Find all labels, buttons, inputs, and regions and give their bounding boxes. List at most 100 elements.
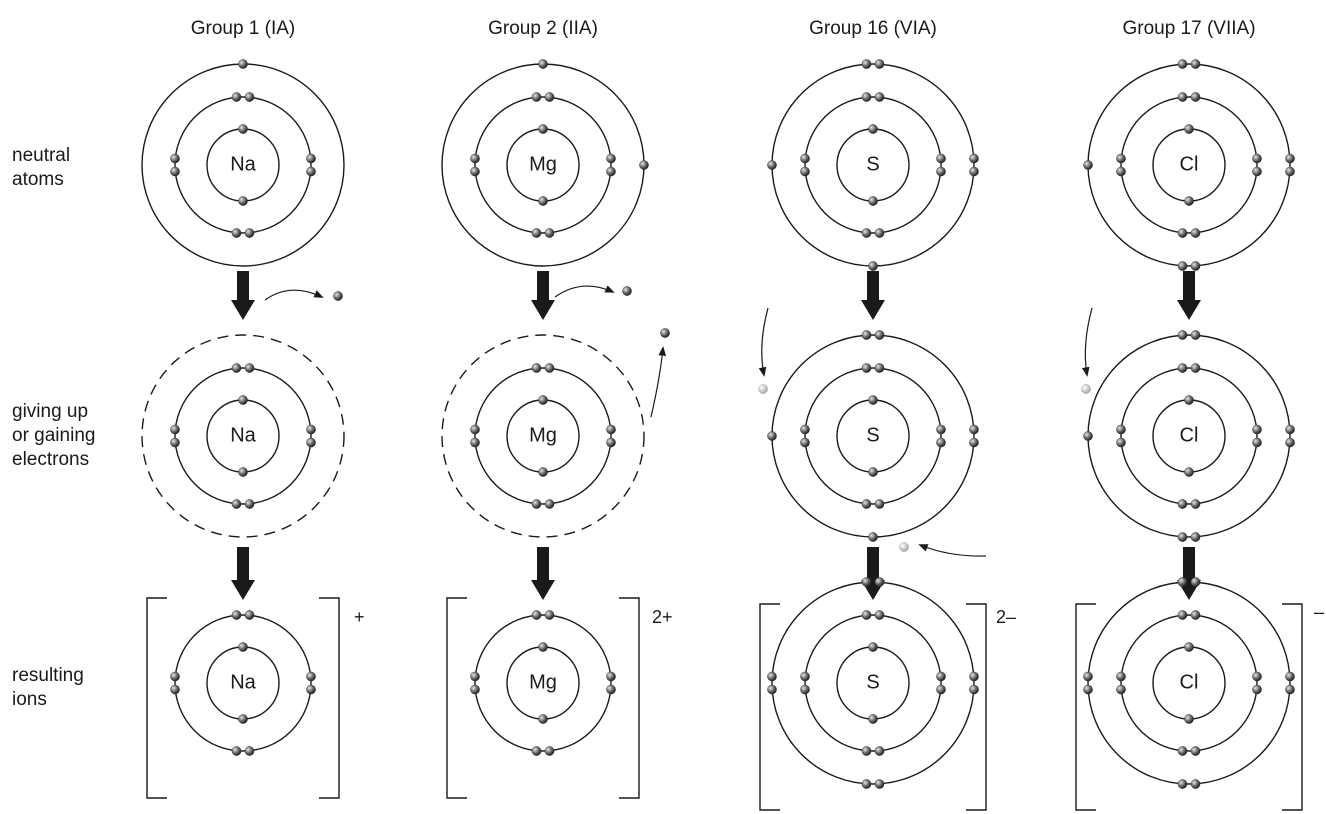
electron [936, 671, 946, 682]
electron [868, 395, 878, 405]
electron [1184, 467, 1194, 477]
incoming-electron-s-1 [758, 384, 768, 394]
electron [861, 59, 872, 69]
shell-3-dashed-mg [441, 334, 645, 538]
electron [1285, 153, 1295, 164]
electron [544, 363, 555, 373]
electron [800, 437, 810, 448]
electron [1190, 92, 1201, 102]
electron [868, 642, 878, 652]
electron [1083, 684, 1093, 695]
electron [538, 395, 548, 405]
electron [1177, 499, 1188, 509]
electron [1116, 166, 1126, 177]
electron [538, 196, 548, 206]
electron [231, 499, 242, 509]
symbol-cl-change: Cl [1179, 424, 1199, 447]
charge-na: + [354, 607, 365, 627]
electron [1177, 330, 1188, 340]
electron [306, 684, 316, 695]
electron [170, 684, 180, 695]
shell-2-cl-change [1120, 367, 1258, 505]
shell-2-na-ion [174, 614, 312, 752]
electron [874, 92, 885, 102]
electron [767, 671, 777, 682]
electron [861, 330, 872, 340]
bracket-na-right [319, 597, 340, 799]
electron [936, 437, 946, 448]
process-arrow-2-mg [531, 547, 555, 600]
electron [969, 166, 979, 177]
electron [1285, 671, 1295, 682]
electron [170, 153, 180, 164]
electron [868, 714, 878, 724]
electron [800, 424, 810, 435]
electron [861, 499, 872, 509]
electron-path-mg-2 [650, 346, 667, 418]
bracket-sulfur-right [966, 603, 987, 811]
symbol-na-change: Na [230, 424, 256, 447]
incoming-electron-cl [1081, 384, 1091, 394]
electron [767, 160, 777, 170]
electron [244, 610, 255, 620]
electron [1252, 671, 1262, 682]
electron [969, 684, 979, 695]
shell-2-mg-ion [474, 614, 612, 752]
electron [868, 196, 878, 206]
departing-electron-mg-1 [622, 286, 632, 296]
electron [861, 92, 872, 102]
electron-path-na [264, 289, 324, 301]
electron [1184, 196, 1194, 206]
electron [874, 330, 885, 340]
electron [1190, 499, 1201, 509]
electron [238, 124, 248, 134]
electron [170, 166, 180, 177]
electron [861, 228, 872, 238]
electron [244, 363, 255, 373]
electron [861, 610, 872, 620]
electron [531, 746, 542, 756]
electron [874, 228, 885, 238]
bracket-mg-left [446, 597, 467, 799]
electron [1190, 610, 1201, 620]
electron [544, 746, 555, 756]
header-group-2: Group 2 (IIA) [488, 18, 598, 39]
electron [531, 610, 542, 620]
electron [244, 499, 255, 509]
electron [306, 153, 316, 164]
electron [544, 610, 555, 620]
electron-path-mg-1 [554, 285, 615, 298]
electron [874, 499, 885, 509]
symbol-cl-neutral: Cl [1179, 153, 1199, 176]
electron [544, 228, 555, 238]
symbol-mg-neutral: Mg [529, 153, 557, 176]
electron [1116, 684, 1126, 695]
symbol-na-neutral: Na [230, 153, 256, 176]
electron [868, 124, 878, 134]
header-group-1: Group 1 (IA) [190, 18, 296, 39]
electron [606, 153, 616, 164]
electron [306, 671, 316, 682]
electron [170, 424, 180, 435]
electron [1184, 395, 1194, 405]
electron [1177, 228, 1188, 238]
electron [1083, 671, 1093, 682]
process-arrow-2-cl [1177, 547, 1201, 600]
electron [231, 746, 242, 756]
electron [868, 261, 878, 271]
process-arrow-2-sulfur [861, 547, 885, 600]
header-group-17: Group 17 (VIIA) [1122, 18, 1256, 39]
charge-cl: – [1314, 602, 1325, 622]
electron [1177, 59, 1188, 69]
electron [244, 746, 255, 756]
electron [1252, 684, 1262, 695]
electron [800, 684, 810, 695]
electron [800, 671, 810, 682]
electron [868, 532, 878, 542]
electron [1190, 59, 1201, 69]
electron [531, 363, 542, 373]
electron [1083, 160, 1093, 170]
shell-2-cl-ion [1120, 614, 1258, 752]
symbol-s-change: S [866, 424, 880, 447]
shell-2-sulfur-change [804, 367, 942, 505]
